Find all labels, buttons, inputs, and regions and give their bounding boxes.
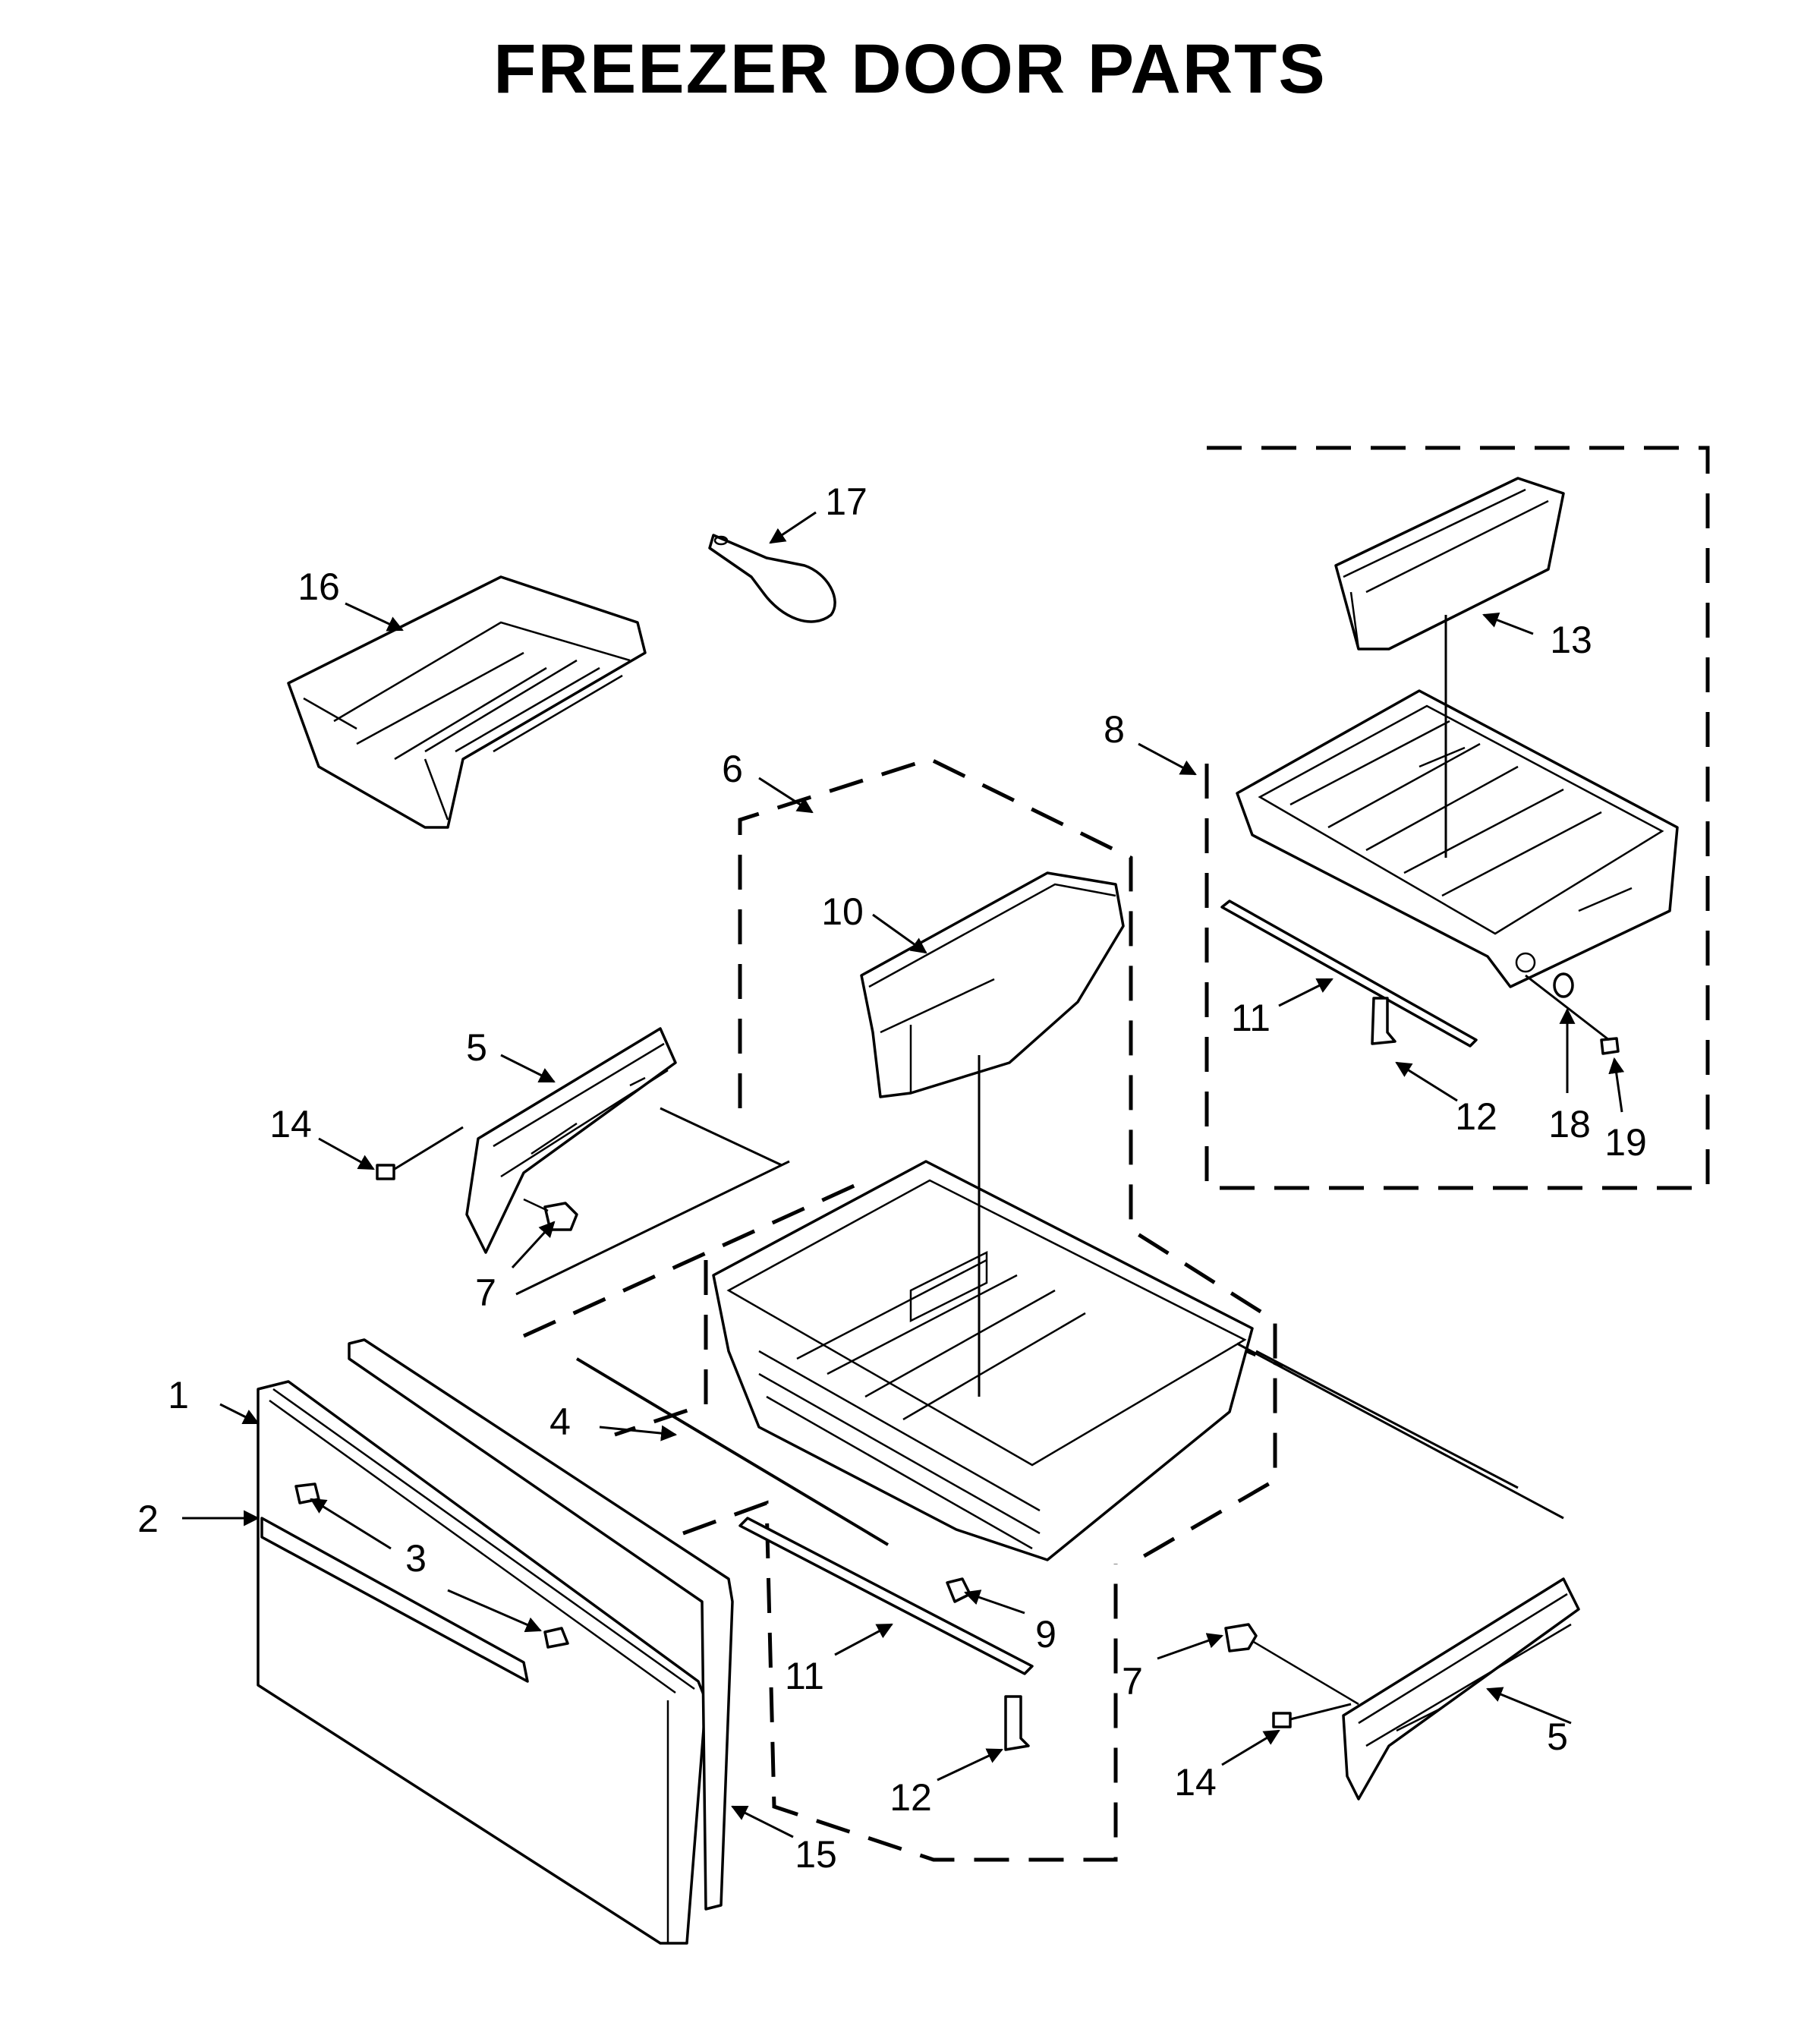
screw-right <box>1224 1623 1359 1706</box>
callout-16: 16 <box>298 566 340 608</box>
callout-1: 1 <box>168 1374 189 1416</box>
connection-lines <box>394 615 1610 1721</box>
rod <box>575 1357 890 1546</box>
callout-4: 4 <box>549 1400 571 1443</box>
callout-15: 15 <box>795 1833 837 1876</box>
ice-bin <box>287 575 647 829</box>
callout-12-right: 12 <box>1455 1095 1497 1138</box>
small-screw <box>1600 1037 1620 1055</box>
drawer-slide-right <box>1342 1577 1580 1801</box>
callout-3: 3 <box>405 1537 427 1580</box>
callout-9: 9 <box>1035 1613 1056 1656</box>
ice-scoop <box>708 534 836 623</box>
drawer-slide-left <box>465 1027 677 1254</box>
callout-18: 18 <box>1548 1103 1591 1145</box>
callout-12-mid: 12 <box>890 1776 932 1819</box>
washer <box>1553 972 1574 998</box>
callout-19: 19 <box>1604 1121 1647 1164</box>
callout-17: 17 <box>825 480 867 523</box>
callout-5-left: 5 <box>466 1026 487 1069</box>
freezer-door <box>257 1380 707 1945</box>
callout-7-right: 7 <box>1122 1660 1143 1703</box>
callout-2: 2 <box>137 1498 159 1540</box>
screw-upper <box>1371 997 1396 1045</box>
callout-6: 6 <box>722 748 743 790</box>
callout-leaders <box>182 511 1625 1838</box>
drawer-basket <box>712 1160 1254 1561</box>
small-bin <box>1334 477 1565 651</box>
upper-bin <box>860 871 1125 1098</box>
handle-screw-bottom <box>543 1627 569 1649</box>
callout-11-right: 11 <box>1231 997 1271 1039</box>
callout-14-left: 14 <box>269 1103 312 1145</box>
bushing <box>946 1577 971 1603</box>
callout-5-right: 5 <box>1547 1716 1568 1758</box>
clip-left <box>376 1164 395 1180</box>
assembly-8-boundary <box>1204 446 1710 1190</box>
callout-10: 10 <box>821 890 864 933</box>
upper-basket <box>1236 689 1679 988</box>
callout-7-left: 7 <box>475 1271 496 1314</box>
door-gasket <box>348 1338 734 1911</box>
assembly-6-boundary <box>614 757 1277 1566</box>
callout-8: 8 <box>1104 708 1125 751</box>
page-title: FREEZER DOOR PARTS <box>493 30 1326 108</box>
screw-mid <box>1004 1695 1030 1751</box>
clip-right <box>1272 1712 1292 1728</box>
callout-11-mid: 11 <box>785 1655 824 1697</box>
gasket-strip-mid <box>738 1517 1034 1675</box>
callout-14-right: 14 <box>1174 1761 1217 1804</box>
door-handle <box>260 1517 529 1683</box>
callout-13: 13 <box>1550 619 1592 661</box>
handle-screw-top <box>294 1482 320 1504</box>
